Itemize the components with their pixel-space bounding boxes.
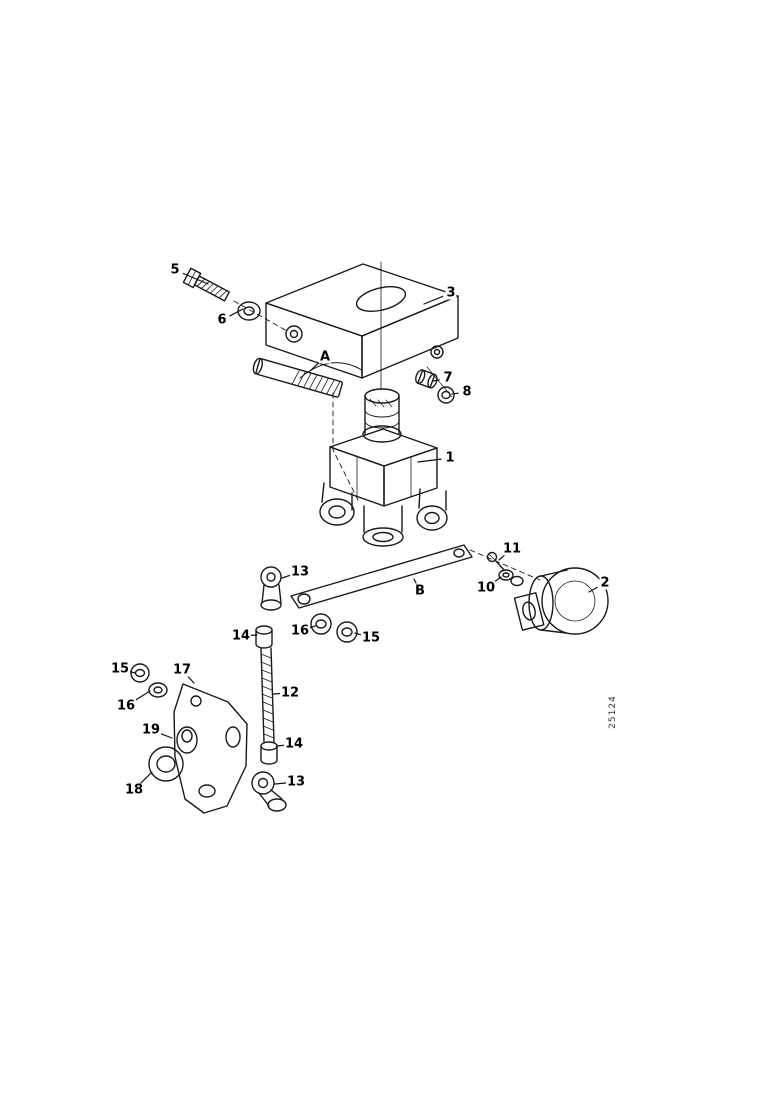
- part-screw-11: [486, 551, 505, 571]
- part-rod-12: [260, 647, 275, 743]
- part-valve-1: [319, 388, 448, 547]
- callout-19: 19: [140, 722, 162, 738]
- part-nut-15-mid: [336, 621, 358, 643]
- callout-18: 18: [123, 782, 145, 798]
- part-bracket-17: [173, 683, 248, 814]
- part-bush-14-upper: [255, 625, 273, 649]
- part-nut-8: [426, 366, 455, 404]
- guide-lines: [233, 300, 541, 581]
- callout-13: 13: [285, 774, 307, 790]
- callout-5: 5: [169, 262, 181, 278]
- callout-a: A: [318, 349, 332, 365]
- part-nut-16-mid: [310, 613, 332, 635]
- part-balljoint-13-lower: [251, 771, 287, 812]
- callout-b: B: [414, 583, 426, 599]
- callout-1: 1: [444, 450, 456, 466]
- callout-10: 10: [475, 580, 497, 596]
- callout-13: 13: [289, 564, 311, 580]
- callout-3: 3: [445, 285, 457, 301]
- part-bushing-19: [176, 726, 198, 754]
- callout-16: 16: [115, 698, 137, 714]
- callout-14: 14: [283, 736, 305, 752]
- part-lever-arm-b: [290, 544, 473, 609]
- part-bolt-a: [252, 357, 343, 398]
- part-washer-10: [498, 569, 524, 587]
- part-washer-16-left: [148, 682, 168, 698]
- part-balljoint-13-upper: [260, 566, 282, 611]
- part-nut-18: [148, 746, 184, 782]
- callout-16: 16: [289, 623, 311, 639]
- leader-lines: [128, 272, 598, 785]
- callout-12: 12: [279, 685, 301, 701]
- callout-15: 15: [360, 630, 382, 646]
- callout-7: 7: [442, 370, 454, 386]
- callout-6: 6: [216, 312, 228, 328]
- callout-2: 2: [599, 575, 611, 591]
- callout-15: 15: [109, 661, 131, 677]
- callout-11: 11: [501, 541, 523, 557]
- callout-8: 8: [461, 384, 473, 400]
- callout-17: 17: [171, 662, 193, 678]
- part-actuator-2: [513, 567, 609, 635]
- callout-14: 14: [230, 628, 252, 644]
